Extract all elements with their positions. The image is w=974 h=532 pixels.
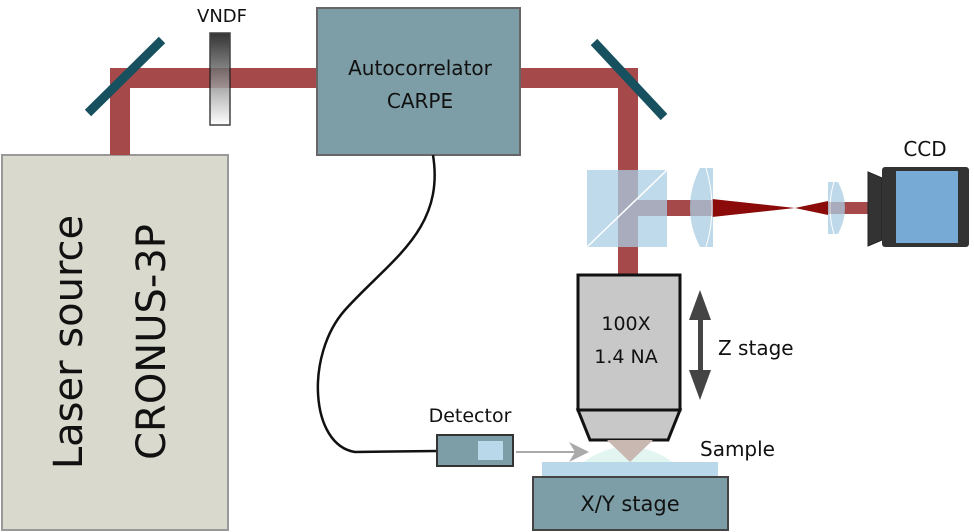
lens-2 bbox=[828, 181, 845, 235]
xy-stage bbox=[532, 476, 729, 531]
vndf-label: VNDF bbox=[197, 6, 247, 27]
vndf-filter bbox=[209, 32, 231, 126]
detector-box bbox=[436, 434, 514, 467]
objective-magnification: 100X bbox=[601, 313, 650, 335]
sample-label: Sample bbox=[700, 437, 775, 461]
objective-na: 1.4 NA bbox=[594, 346, 657, 368]
objective-body bbox=[576, 273, 682, 412]
detector-window bbox=[478, 441, 503, 460]
ccd-sensor bbox=[896, 171, 958, 243]
mirror-left bbox=[84, 36, 166, 117]
xy-stage-label: X/Y stage bbox=[580, 492, 679, 516]
detector-label: Detector bbox=[429, 405, 512, 427]
laser-source-box bbox=[1, 154, 229, 531]
laser-label: Laser source bbox=[46, 215, 92, 469]
objective-tip bbox=[575, 408, 683, 442]
z-stage-arrow-icon bbox=[689, 290, 711, 400]
autocorrelator-model-label: CARPE bbox=[387, 89, 453, 113]
ccd-front bbox=[867, 171, 883, 247]
laser-model-label: CRONUS-3P bbox=[129, 224, 175, 460]
beamsplitter-diagonal bbox=[586, 169, 668, 248]
sample-slide bbox=[542, 462, 718, 477]
mirror-right bbox=[590, 38, 668, 121]
focus-cone bbox=[607, 440, 653, 462]
focused-beam bbox=[712, 199, 828, 217]
detector-cable bbox=[316, 154, 438, 454]
lens-1 bbox=[690, 167, 713, 248]
autocorrelator-label: Autocorrelator bbox=[348, 56, 493, 80]
autocorrelator-box bbox=[316, 7, 521, 156]
ccd-label: CCD bbox=[903, 137, 946, 161]
z-stage-label: Z stage bbox=[718, 336, 794, 360]
